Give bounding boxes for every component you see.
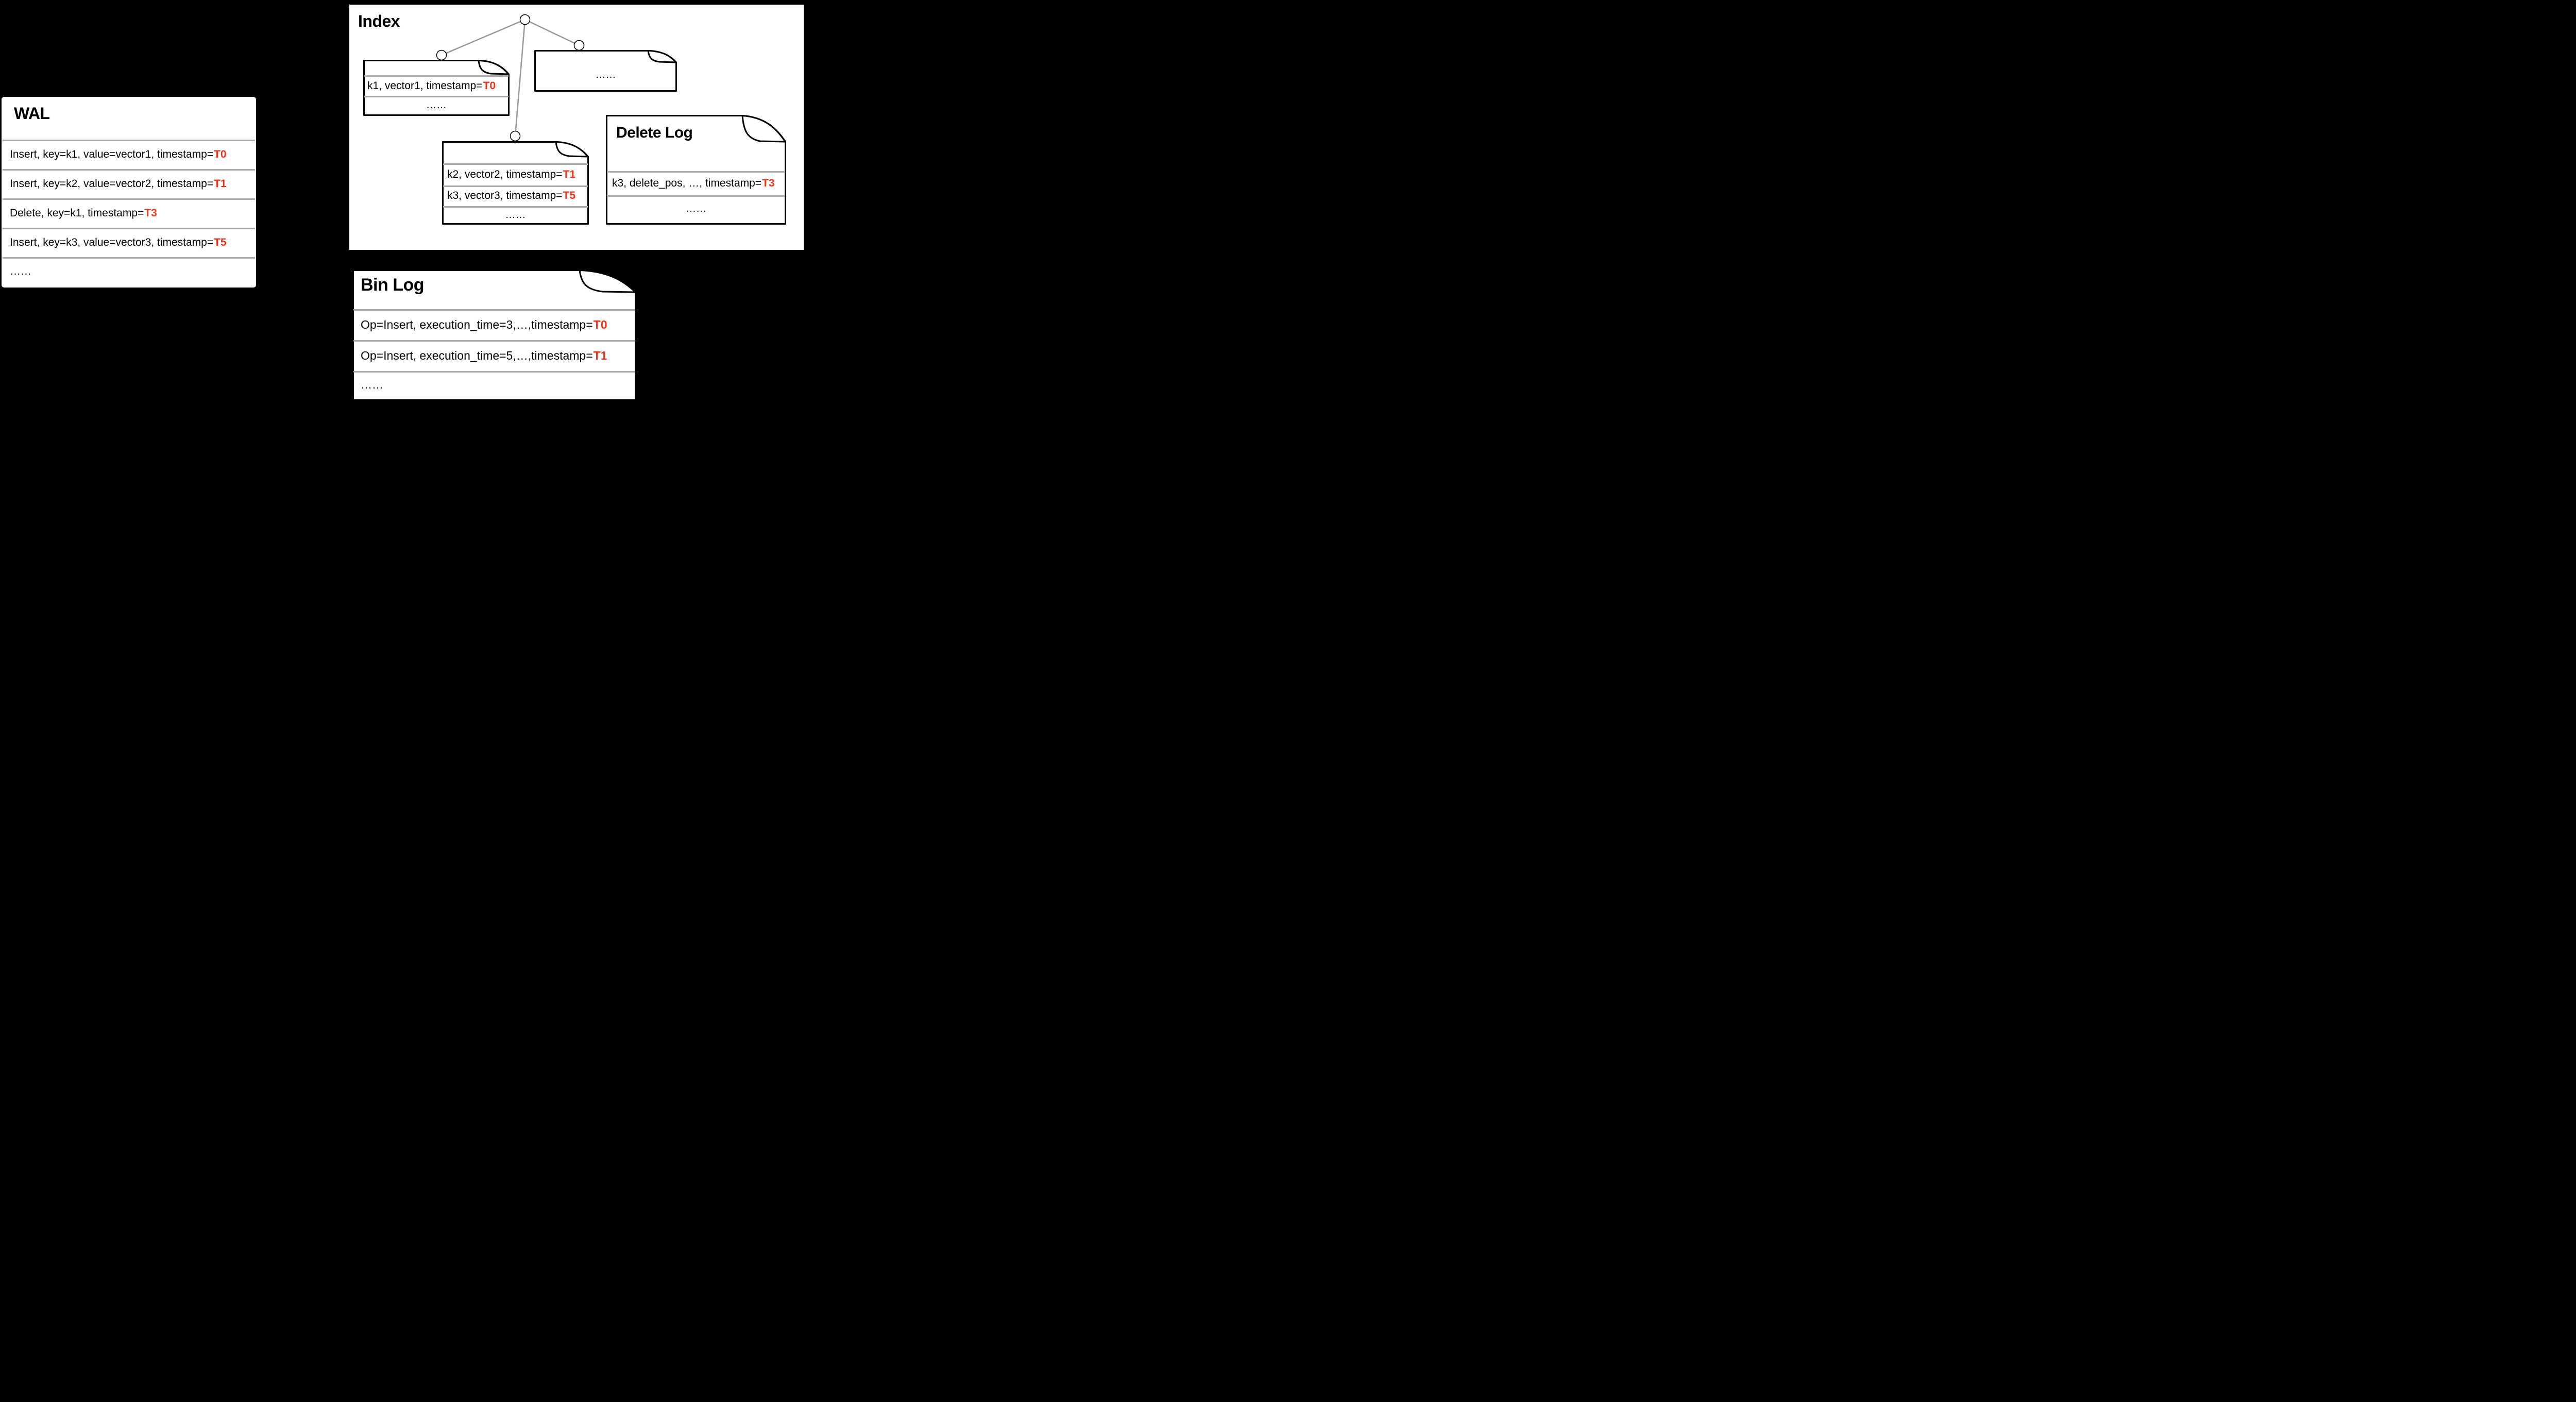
file-more-row: …… [608, 196, 784, 222]
divider [353, 309, 635, 311]
file-more-row: …… [365, 96, 507, 114]
tree-edge-root-right [524, 19, 580, 46]
divider [364, 96, 509, 97]
wal-row-text: Delete, key=k1, timestamp= [10, 207, 144, 219]
bin-log-title: Bin Log [361, 275, 425, 295]
tree-edge-root-middle [514, 19, 526, 137]
file-row-timestamp: T5 [563, 190, 576, 201]
file-row-text: k3, vector3, timestamp= [447, 190, 563, 201]
wal-row-text: Insert, key=k3, value=vector3, timestamp… [10, 237, 214, 248]
wal-row-text: Insert, key=k2, value=vector2, timestamp… [10, 178, 214, 190]
wal-row: Insert, key=k1, value=vector1, timestamp… [10, 140, 252, 169]
file-outline [741, 115, 786, 143]
file-more-row: …… [536, 59, 675, 90]
index-file-k2k3: k2, vector2, timestamp=T1 k3, vector3, t… [442, 141, 589, 225]
folded-corner-file-shape [442, 141, 589, 225]
index-panel: Index k1, vector1, timestamp=T0 …… [349, 5, 804, 250]
divider [3, 257, 255, 259]
wal-row-text: Insert, key=k1, value=vector1, timestamp… [10, 148, 214, 160]
file-row-text: k1, vector1, timestamp= [367, 79, 483, 92]
bin-log-row-text: Op=Insert, execution_time=5,…,timestamp= [361, 348, 593, 362]
divider [607, 171, 785, 173]
index-title: Index [358, 12, 400, 30]
wal-row-timestamp: T1 [214, 178, 227, 190]
file-row-timestamp: T0 [483, 79, 496, 92]
wal-row-timestamp: T5 [214, 237, 227, 248]
file-outline [478, 60, 510, 75]
divider [607, 195, 785, 197]
bin-log-file: Bin Log Op=Insert, execution_time=3,…,ti… [352, 269, 636, 401]
bin-log-row: Op=Insert, execution_time=3,…,timestamp=… [361, 310, 633, 340]
file-row-text: k3, delete_pos, …, timestamp= [612, 177, 762, 189]
bin-log-row-timestamp: T1 [593, 348, 607, 362]
file-outline [579, 269, 636, 293]
bin-log-row: Op=Insert, execution_time=5,…,timestamp=… [361, 341, 633, 370]
wal-row: Delete, key=k1, timestamp=T3 [10, 199, 252, 228]
wal-row-timestamp: T3 [144, 207, 157, 219]
folded-corner-file-shape [363, 60, 510, 116]
file-outline [555, 141, 589, 158]
folded-corner-file-shape [352, 269, 636, 401]
file-more-text: …… [595, 69, 616, 80]
wal-row: Insert, key=k2, value=vector2, timestamp… [10, 170, 252, 198]
bin-log-row-text: Op=Insert, execution_time=3,…,timestamp= [361, 317, 593, 331]
wal-row: Insert, key=k3, value=vector3, timestamp… [10, 228, 252, 257]
wal-more-row: …… [10, 258, 252, 285]
file-row-text: k2, vector2, timestamp= [447, 168, 563, 180]
tree-node-root [519, 14, 531, 25]
divider [353, 340, 635, 342]
tree-node-left [436, 49, 447, 61]
file-row: k1, vector1, timestamp=T0 [367, 76, 507, 96]
file-more-text: …… [505, 209, 526, 221]
bin-log-more-text: …… [361, 378, 383, 391]
index-file-more: …… [534, 50, 677, 92]
tree-edge-root-left [441, 19, 526, 56]
bin-log-row-timestamp: T0 [593, 317, 607, 331]
delete-log-file: Delete Log k3, delete_pos, …, timestamp=… [606, 115, 786, 225]
tree-node-middle [510, 130, 521, 142]
index-file-k1: k1, vector1, timestamp=T0 …… [363, 60, 510, 116]
file-row-timestamp: T3 [762, 177, 775, 189]
wal-more-text: …… [10, 265, 31, 277]
folded-corner-file-shape [606, 115, 786, 225]
wal-title: WAL [14, 104, 50, 123]
divider [3, 228, 255, 229]
divider [3, 198, 255, 200]
divider [3, 169, 255, 171]
file-row: k3, vector3, timestamp=T5 [447, 186, 587, 206]
divider [443, 185, 588, 187]
file-row-timestamp: T1 [563, 168, 576, 180]
divider [443, 206, 588, 208]
file-more-text: …… [686, 202, 706, 214]
divider [364, 75, 509, 77]
file-more-text: …… [426, 99, 447, 111]
diagram-canvas: WAL Insert, key=k1, value=vector1, times… [0, 0, 808, 402]
folded-corner-file-shape [534, 50, 677, 92]
tree-node-right [573, 40, 585, 51]
divider [3, 140, 255, 141]
file-row: k3, delete_pos, …, timestamp=T3 [612, 172, 783, 195]
delete-log-title: Delete Log [616, 124, 693, 141]
divider [443, 163, 588, 165]
file-more-row: …… [444, 207, 587, 223]
wal-row-timestamp: T0 [214, 148, 227, 160]
file-row: k2, vector2, timestamp=T1 [447, 164, 587, 185]
wal-panel: WAL Insert, key=k1, value=vector1, times… [2, 97, 256, 288]
file-outline [647, 50, 677, 63]
bin-log-more-row: …… [361, 371, 633, 398]
divider [353, 371, 635, 373]
